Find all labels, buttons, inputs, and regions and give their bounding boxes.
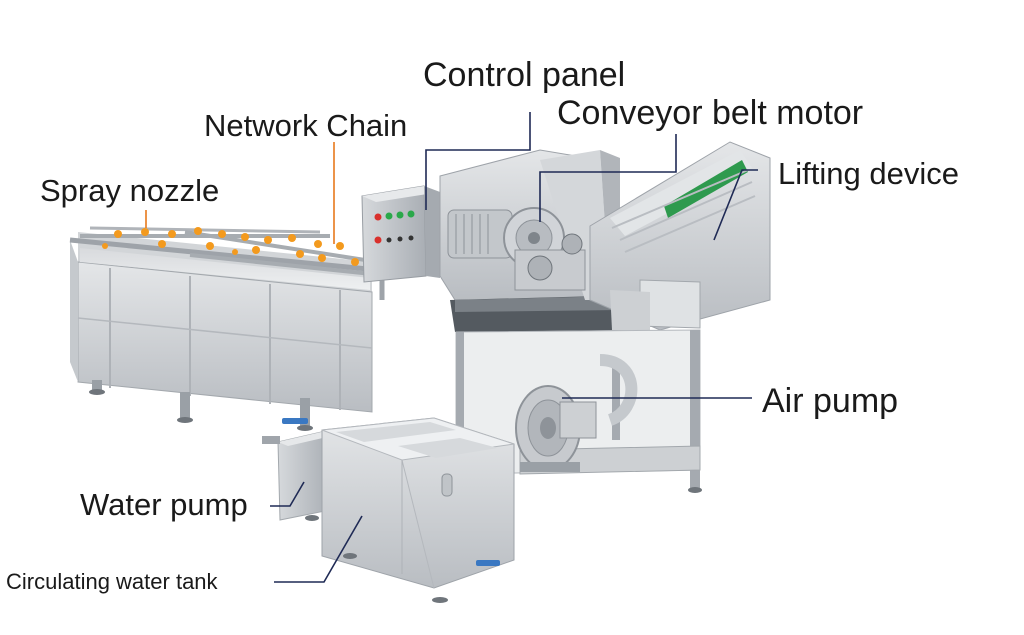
conveyor-motor <box>447 207 586 291</box>
leader-lifting-device <box>713 169 758 241</box>
leader-water-pump <box>270 481 305 507</box>
label-circulating-water-tank: Circulating water tank <box>6 569 218 594</box>
label-lifting-device: Lifting device <box>778 156 959 191</box>
leader-conveyor-belt-motor <box>539 134 677 222</box>
leader-circulating-water-tank <box>274 515 363 583</box>
air-pump-unit <box>515 385 597 472</box>
washing-tank <box>70 232 373 431</box>
spray-pipes <box>69 226 385 300</box>
label-conveyor-belt-motor: Conveyor belt motor <box>557 94 864 132</box>
label-network-chain: Network Chain <box>204 108 408 143</box>
spray-nozzles <box>102 227 359 266</box>
label-control-panel: Control panel <box>423 56 626 94</box>
label-water-pump: Water pump <box>80 487 248 522</box>
leader-control-panel <box>425 112 531 210</box>
label-spray-nozzle: Spray nozzle <box>40 173 220 208</box>
leader-lines <box>145 112 758 583</box>
lifting-conveyor <box>589 141 771 331</box>
circulating-water-tank-body <box>262 417 515 603</box>
label-air-pump: Air pump <box>762 382 899 420</box>
control-panel-box <box>361 185 440 283</box>
